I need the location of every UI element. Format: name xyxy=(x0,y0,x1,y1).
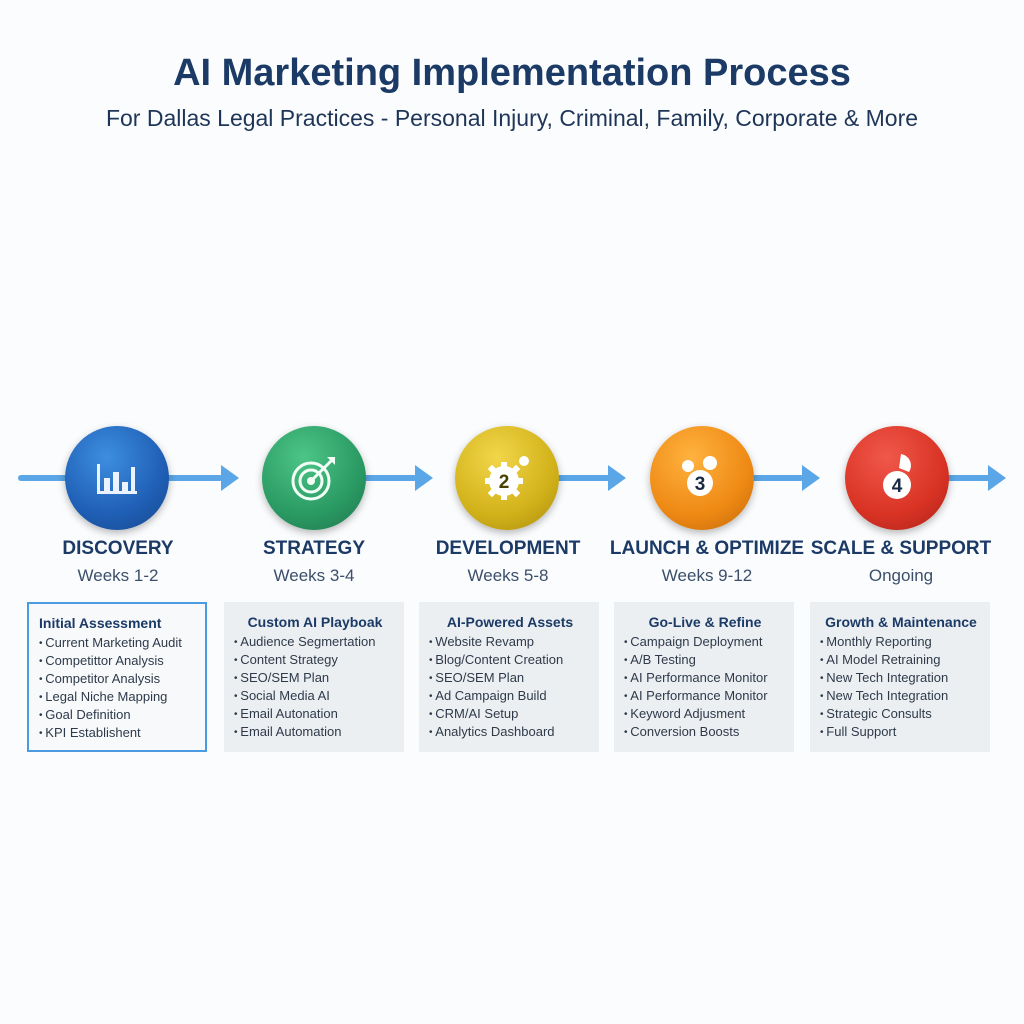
card-list: Website Revamp Blog/Content Creation SEO… xyxy=(429,633,591,741)
page-subtitle: For Dallas Legal Practices - Personal In… xyxy=(105,105,919,131)
phase-title: LAUNCH & OPTIMIZE xyxy=(609,538,805,559)
list-item: New Tech Integration xyxy=(820,687,982,705)
list-item: Monthly Reporting xyxy=(820,633,982,651)
discovery-card[interactable]: Initial Assessment Current Marketing Aud… xyxy=(27,602,207,752)
phase-strategy: STRATEGY Weeks 3-4 xyxy=(214,538,414,586)
list-item: Email Automation xyxy=(234,723,396,741)
development-step-circle[interactable]: 2 xyxy=(455,426,559,530)
phase-timeframe: Weeks 1-2 xyxy=(77,566,159,585)
list-item: Email Autonation xyxy=(234,705,396,723)
list-item: AI Model Retraining xyxy=(820,651,982,669)
list-item: Campaign Deployment xyxy=(624,633,786,651)
scale-step-circle[interactable]: 4 xyxy=(845,426,949,530)
timeline-arrow xyxy=(548,475,610,481)
list-item: Goal Definition xyxy=(39,706,197,724)
phase-discovery: DISCOVERY Weeks 1-2 xyxy=(18,538,218,586)
arrow-head-icon xyxy=(221,465,239,491)
launch-step-circle[interactable]: 3 xyxy=(650,426,754,530)
list-item: Audience Segmertation xyxy=(234,633,396,651)
list-item: KPI Establishent xyxy=(39,724,197,742)
list-item: SEO/SEM Plan xyxy=(429,669,591,687)
step-number: 4 xyxy=(892,476,903,497)
discovery-step-circle[interactable] xyxy=(65,426,169,530)
card-title: Go-Live & Refine xyxy=(648,614,762,630)
list-item: Competittor Analysis xyxy=(39,652,197,670)
step-number: 2 xyxy=(499,472,510,493)
list-item: Social Media AI xyxy=(234,687,396,705)
phase-title: STRATEGY xyxy=(262,538,366,559)
development-card[interactable]: AI-Powered Assets Website Revamp Blog/Co… xyxy=(419,602,599,752)
list-item: New Tech Integration xyxy=(820,669,982,687)
phase-timeframe: Weeks 5-8 xyxy=(467,566,549,585)
list-item: Website Revamp xyxy=(429,633,591,651)
list-item: SEO/SEM Plan xyxy=(234,669,396,687)
card-title: Custom AI Playboak xyxy=(247,614,383,630)
page-title: AI Marketing Implementation Process xyxy=(173,52,851,94)
process-timeline: 2 3 4 xyxy=(0,420,1024,540)
phase-timeframe: Weeks 3-4 xyxy=(273,566,355,585)
list-item: CRM/AI Setup xyxy=(429,705,591,723)
list-item: A/B Testing xyxy=(624,651,786,669)
strategy-card[interactable]: Custom AI Playboak Audience Segmertation… xyxy=(224,602,404,752)
launch-card[interactable]: Go-Live & Refine Campaign Deployment A/B… xyxy=(614,602,794,752)
timeline-arrow xyxy=(742,475,804,481)
phase-timeframe: Weeks 9-12 xyxy=(661,566,753,585)
gears-icon: 3 xyxy=(682,456,717,496)
list-item: Legal Niche Mapping xyxy=(39,688,197,706)
target-icon xyxy=(291,457,335,501)
list-item: Ad Campaign Build xyxy=(429,687,591,705)
bar-chart-icon xyxy=(97,464,137,494)
phase-title: SCALE & SUPPORT xyxy=(810,538,992,559)
phase-launch: LAUNCH & OPTIMIZE Weeks 9-12 xyxy=(607,538,807,586)
timeline-arrow xyxy=(355,475,417,481)
step-number: 3 xyxy=(695,474,706,495)
list-item: Content Strategy xyxy=(234,651,396,669)
phase-development: DEVELOPMENT Weeks 5-8 xyxy=(408,538,608,586)
card-list: Audience Segmertation Content Strategy S… xyxy=(234,633,396,741)
card-title: Growth & Maintenance xyxy=(825,614,977,630)
phase-scale: SCALE & SUPPORT Ongoing xyxy=(801,538,1001,586)
gear-icon: 2 xyxy=(485,456,529,500)
phase-title: DISCOVERY xyxy=(62,538,174,559)
arrow-head-icon xyxy=(415,465,433,491)
strategy-step-circle[interactable] xyxy=(262,426,366,530)
list-item: Strategic Consults xyxy=(820,705,982,723)
list-item: Full Support xyxy=(820,723,982,741)
list-item: AI Performance Monitor xyxy=(624,669,786,687)
list-item: Conversion Boosts xyxy=(624,723,786,741)
list-item: Analytics Dashboard xyxy=(429,723,591,741)
rocket-icon: 4 xyxy=(883,454,911,499)
card-list: Current Marketing Audit Competittor Anal… xyxy=(39,634,197,742)
arrow-head-icon xyxy=(608,465,626,491)
card-list: Campaign Deployment A/B Testing AI Perfo… xyxy=(624,633,786,741)
list-item: AI Performance Monitor xyxy=(624,687,786,705)
timeline-arrow xyxy=(938,475,990,481)
arrow-head-icon xyxy=(802,465,820,491)
card-list: Monthly Reporting AI Model Retraining Ne… xyxy=(820,633,982,741)
list-item: Keyword Adjusment xyxy=(624,705,786,723)
phase-title: DEVELOPMENT xyxy=(435,538,581,559)
scale-card[interactable]: Growth & Maintenance Monthly Reporting A… xyxy=(810,602,990,752)
list-item: Competitor Analysis xyxy=(39,670,197,688)
list-item: Current Marketing Audit xyxy=(39,634,197,652)
list-item: Blog/Content Creation xyxy=(429,651,591,669)
arrow-head-icon xyxy=(988,465,1006,491)
phase-timeframe: Ongoing xyxy=(868,566,934,585)
card-title: AI-Powered Assets xyxy=(446,614,574,630)
card-title: Initial Assessment xyxy=(39,615,162,631)
